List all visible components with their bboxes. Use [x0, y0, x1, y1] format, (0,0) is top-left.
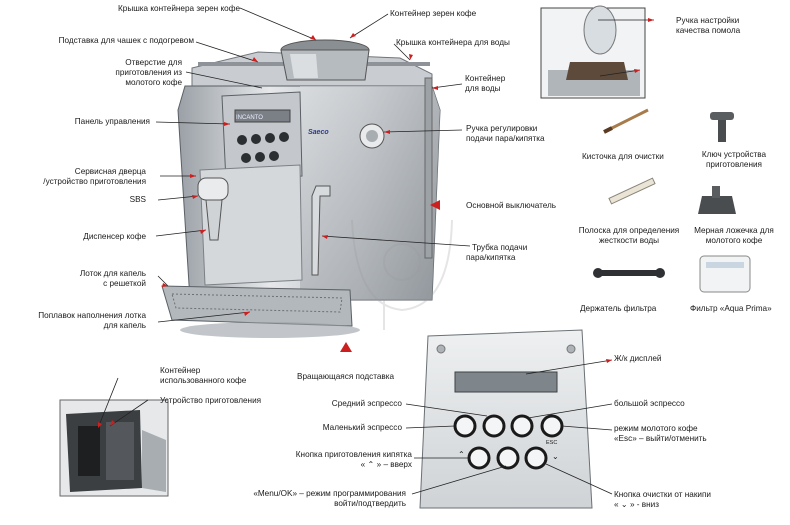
label-drip-tray-2: с решеткой	[103, 279, 146, 288]
label-service-door-2: /устройство приготовления	[43, 177, 146, 186]
label-grind-knob-1: Ручка настройки	[676, 16, 740, 25]
base-arrow	[340, 342, 352, 352]
hardness-strip-illustration	[608, 177, 656, 205]
label-descale-1: Кнопка очистки от накипи	[614, 490, 711, 499]
label-medium-espresso: Средний эспрессо	[331, 399, 402, 408]
label-brew-unit: Устройство приготовления	[160, 396, 262, 405]
label-menu-2: войти/подтвердить	[334, 499, 406, 508]
coffee-machine-illustration	[161, 39, 441, 338]
label-dispenser: Диспенсер кофе	[83, 232, 146, 241]
grind-knob-illustration	[540, 5, 646, 99]
label-water-container-1: Контейнер	[465, 74, 506, 83]
measuring-spoon-illustration	[698, 186, 736, 214]
label-hot-water-2: « ⌃ » – вверх	[360, 460, 412, 469]
label-hardness-strip-2: жесткости воды	[598, 236, 660, 245]
label-steam-knob-1: Ручка регулировки	[466, 124, 538, 133]
esc-mark: ESC	[546, 440, 558, 446]
label-grounds-container-1: Контейнер	[160, 366, 201, 375]
label-control-panel: Панель управления	[74, 117, 150, 126]
model-text: INCANTO	[236, 115, 263, 121]
brush-illustration	[603, 108, 649, 134]
brew-key-illustration	[710, 112, 734, 142]
label-steam-tube-2: пара/кипятка	[466, 253, 516, 262]
panel-buttons	[453, 414, 564, 470]
label-aqua-filter: Фильтр «Aqua Prima»	[690, 304, 772, 313]
watermark-logo	[351, 219, 453, 330]
label-descale-2: « ⌄ » - вниз	[614, 500, 659, 509]
label-water-lid: Крышка контейнера для воды	[396, 38, 510, 47]
label-float-2: для капель	[103, 321, 146, 330]
aqua-filter-illustration	[699, 255, 751, 293]
label-brew-key-2: приготовления	[706, 160, 762, 169]
brand-logo: Saeco	[308, 129, 329, 136]
label-ground-hole-2: приготовления из	[115, 68, 182, 77]
label-brush: Кисточка для очистки	[582, 152, 664, 161]
label-brew-key-1: Ключ устройства	[701, 150, 767, 159]
up-mark: ⌃	[458, 450, 465, 459]
label-bean-lid: Крышка контейнера зерен кофе	[118, 4, 240, 13]
label-menu-1: «Menu/OK» – режим программирования	[253, 489, 406, 498]
label-rotating-base: Вращающаяся подставка	[297, 372, 395, 381]
label-drip-tray-1: Лоток для капель	[79, 269, 146, 278]
label-bean-container: Контейнер зерен кофе	[390, 9, 477, 18]
leader-lines	[97, 7, 654, 495]
switch-arrow	[430, 200, 440, 210]
down-mark: ⌄	[552, 452, 559, 461]
label-main-switch: Основной выключатель	[466, 201, 557, 210]
label-measuring-spoon-2: молотого кофе	[705, 236, 763, 245]
label-sbs: SBS	[129, 195, 146, 204]
label-ground-mode-1: режим молотого кофе	[614, 424, 698, 433]
label-measuring-spoon-1: Мерная ложечка для	[694, 226, 774, 235]
label-water-container-2: для воды	[465, 84, 501, 93]
label-grind-knob-2: качества помола	[676, 26, 741, 35]
label-steam-tube-1: Трубка подачи	[472, 243, 528, 252]
label-large-espresso: большой эспрессо	[614, 399, 685, 408]
grounds-container-illustration	[59, 399, 169, 497]
control-panel-illustration	[419, 329, 593, 509]
filter-holder-illustration	[593, 268, 665, 278]
label-ground-hole-1: Отверстие для	[125, 58, 182, 67]
label-cup-warmer: Подставка для чашек с подогревом	[58, 36, 194, 45]
label-lcd: Ж/к дисплей	[614, 354, 662, 363]
label-hardness-strip-1: Полоска для определения	[578, 226, 680, 235]
label-steam-knob-2: подачи пара/кипятка	[466, 134, 545, 143]
label-service-door-1: Сервисная дверца	[74, 167, 146, 176]
label-ground-hole-3: молотого кофе	[125, 78, 182, 87]
label-ground-mode-2: «Esc» – выйти/отменить	[614, 434, 707, 443]
label-filter-holder: Держатель фильтра	[580, 304, 657, 313]
label-float-1: Поплавок наполнения лотка	[38, 311, 146, 320]
label-grounds-container-2: использованного кофе	[160, 376, 247, 385]
label-small-espresso: Маленький эспрессо	[322, 423, 402, 432]
label-hot-water-1: Кнопка приготовления кипятка	[295, 450, 412, 459]
